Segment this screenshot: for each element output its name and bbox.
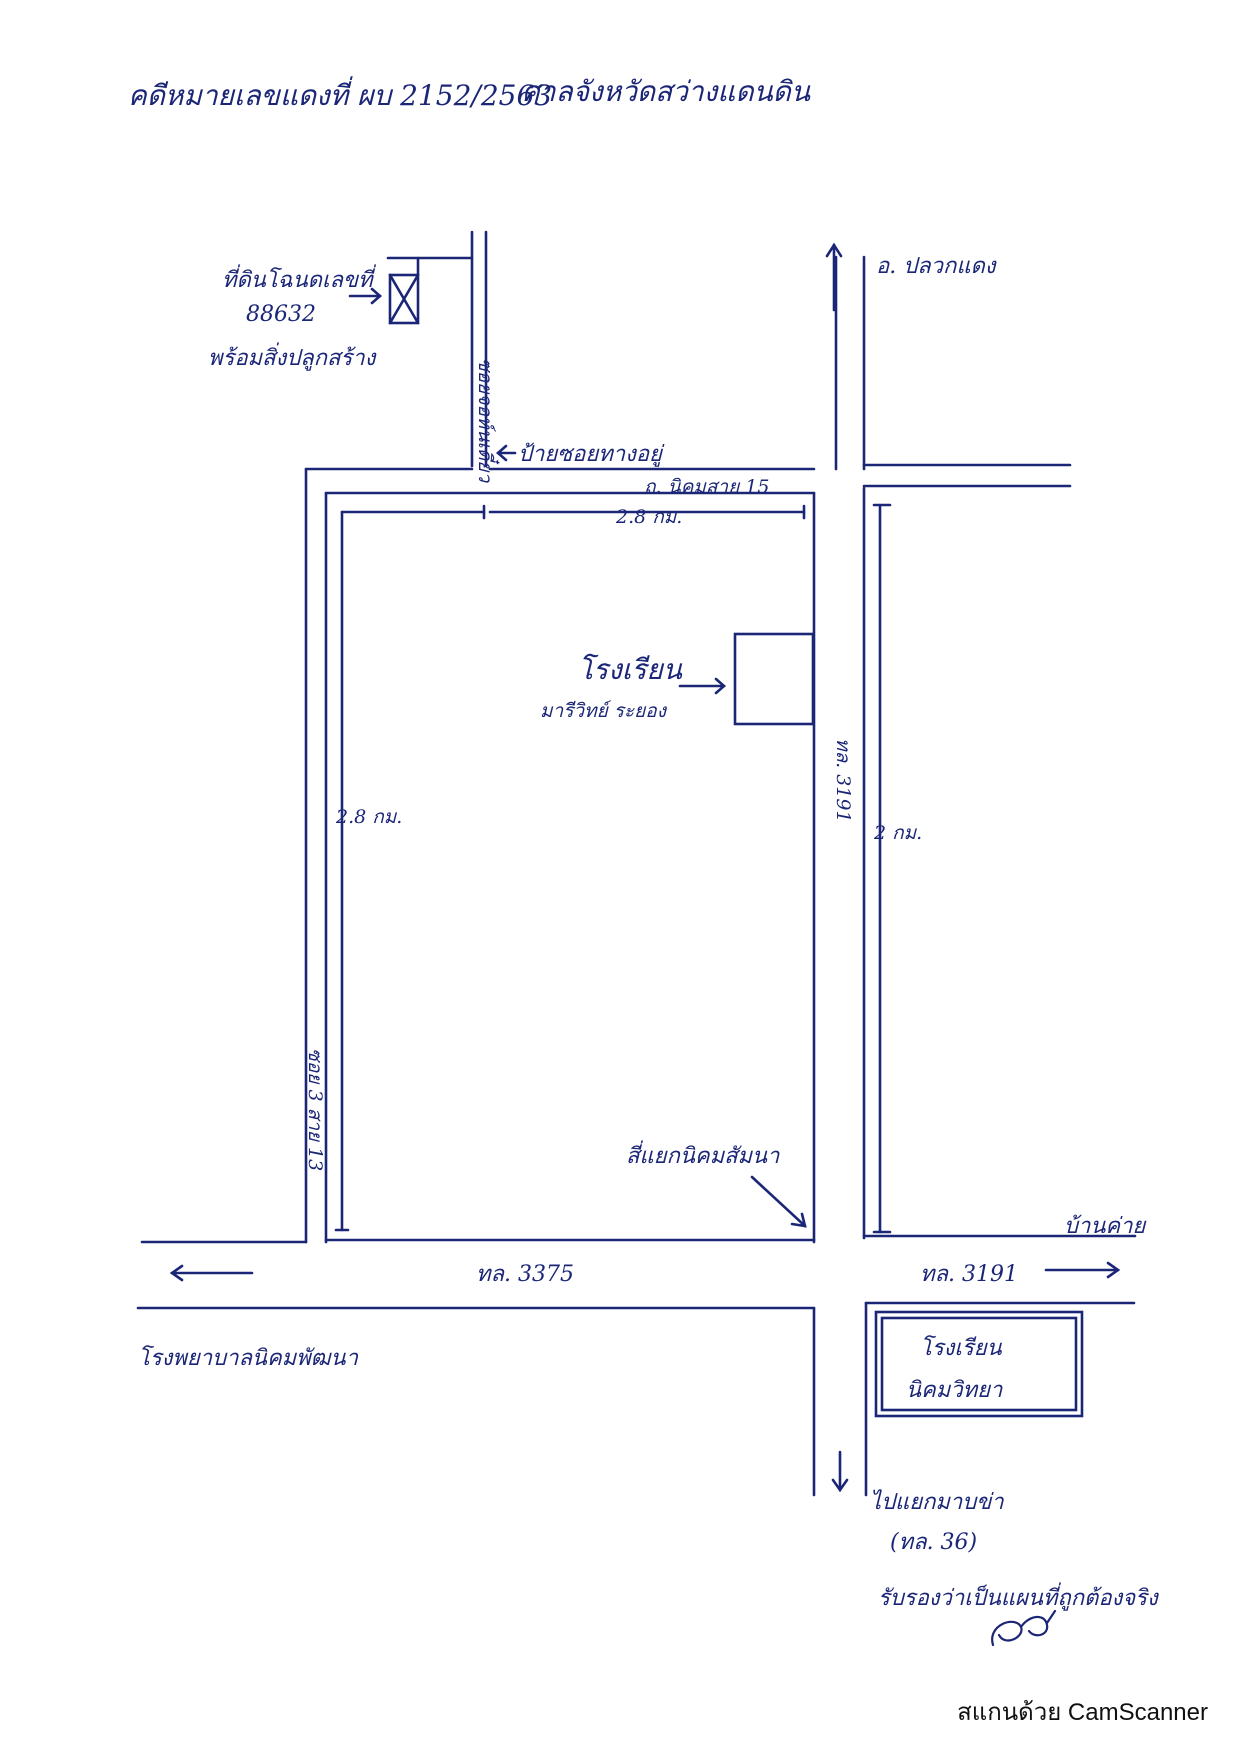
school1-building xyxy=(733,632,815,726)
land-parcel xyxy=(388,273,420,325)
route-3375-label: ทล. 3375 xyxy=(476,1262,574,1287)
arrow-head xyxy=(370,287,382,305)
soi-vertical-label: ซอยจอห์นเดี๋ยว xyxy=(474,358,496,483)
junction-label: สี่แยกนิคมสัมนา xyxy=(626,1144,780,1169)
to-junction-label: ไปแยกมาบข่า xyxy=(870,1490,1004,1515)
road-top-label: ถ. นิคมสาย 15 xyxy=(644,476,770,498)
route-36-label: (ทล. 36) xyxy=(890,1530,978,1555)
school2-line2: นิคมวิทยา xyxy=(906,1378,1003,1403)
school2-inner xyxy=(880,1316,1078,1412)
arrow-head xyxy=(825,242,843,258)
arrow-head xyxy=(790,1212,807,1228)
soi3-vertical-label: ซอย 3 สาย 13 xyxy=(304,1048,326,1172)
dist-right-label: 2 กม. xyxy=(874,822,923,844)
arrow-head xyxy=(496,444,508,462)
school2-building xyxy=(874,1310,1084,1418)
land-title-label: ที่ดินโฉนดเลขที่ xyxy=(222,268,373,293)
school1-line2: มารีวิทย์ ระยอง xyxy=(540,700,666,722)
court-name: ศาลจังหวัดสว่างแดนดิน xyxy=(522,75,810,108)
to-town-label: อ. ปลวกแดง xyxy=(876,254,996,279)
soi-sign-label: ป้ายซอยทางอยู่ xyxy=(518,442,662,467)
signature-icon xyxy=(991,1609,1057,1647)
school1-line1: โรงเรียน xyxy=(578,653,682,686)
land-parcel-cross xyxy=(388,273,420,325)
hospital-label: โรงพยาบาลนิคมพัฒนา xyxy=(138,1346,358,1371)
route-3191-vertical: ทล. 3191 xyxy=(832,738,854,823)
land-number-label: 88632 xyxy=(246,302,316,327)
arrow-junction xyxy=(750,1175,807,1228)
certify-label: รับรองว่าเป็นแผนที่ถูกต้องจริง xyxy=(878,1586,1158,1611)
dist-top-label: 2.8 กม. xyxy=(616,506,683,528)
case-number: คดีหมายเลขแดงที่ ผบ 2152/2563 xyxy=(128,79,553,112)
dist-left-label: 2.8 กม. xyxy=(336,806,403,828)
arrow-head xyxy=(831,1478,849,1493)
arrow-head xyxy=(714,677,726,695)
scanner-watermark: สแกนด้วย CamScanner xyxy=(957,1699,1208,1726)
arrow-head xyxy=(1106,1261,1121,1279)
school2-line1: โรงเรียน xyxy=(920,1336,1002,1361)
land-with-label: พร้อมสิ่งปลูกสร้าง xyxy=(208,346,376,371)
arrow-head xyxy=(169,1264,184,1282)
ban-khai-label: บ้านค่าย xyxy=(1064,1214,1146,1239)
route-3191b-label: ทล. 3191 xyxy=(920,1262,1018,1287)
